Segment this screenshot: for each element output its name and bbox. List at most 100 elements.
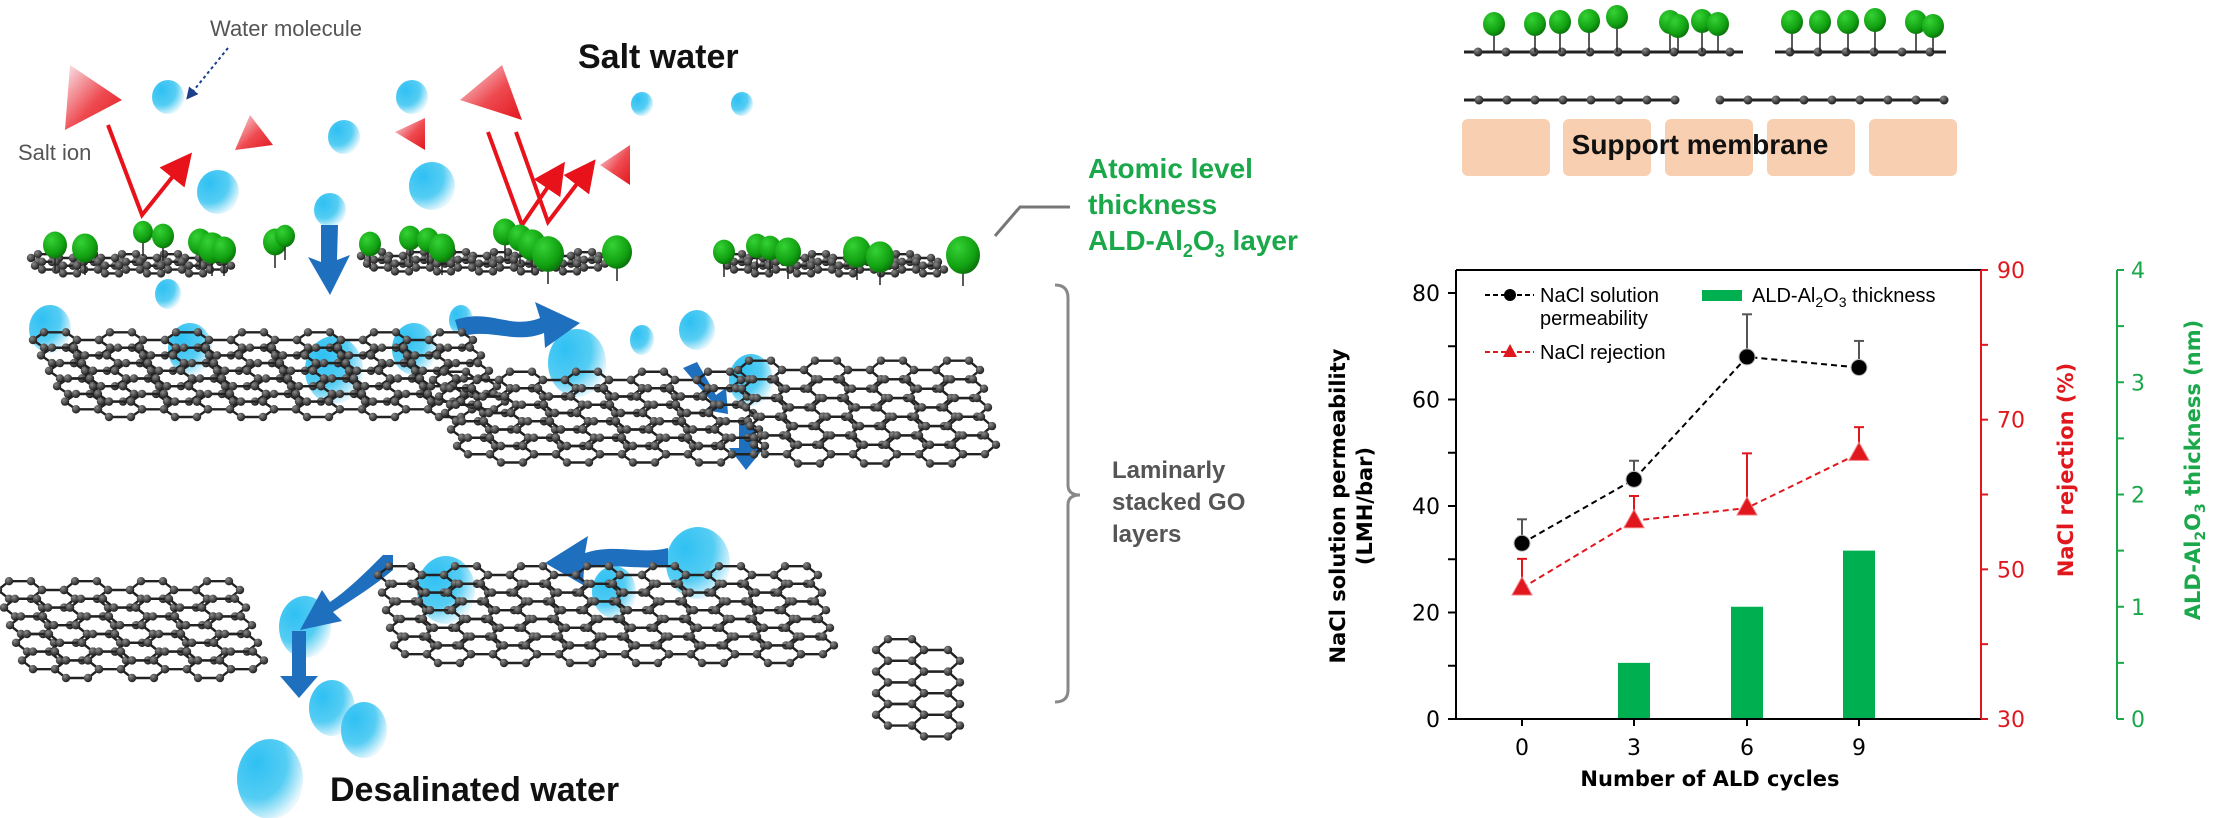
carbon-atom-icon [126, 412, 136, 422]
carbon-atom-icon [910, 412, 920, 421]
carbon-atom-icon [236, 397, 246, 406]
carbon-atom-icon [818, 393, 828, 403]
carbon-atom-icon [399, 343, 409, 352]
carbon-atom-icon [714, 562, 724, 571]
carbon-atom-icon [763, 641, 773, 650]
carbon-atom-icon [261, 374, 271, 383]
carbon-atom-icon [590, 597, 600, 606]
carbon-atom-icon [398, 251, 408, 261]
carbon-atom-icon [678, 597, 688, 606]
carbon-atom-icon [911, 257, 921, 267]
carbon-atom-icon [59, 585, 69, 595]
legend-item-permeability: NaCl solution permeability [1485, 285, 1659, 330]
carbon-atom-icon [154, 382, 164, 391]
carbon-atom-icon [349, 374, 359, 383]
carbon-atom-icon [681, 570, 691, 580]
legend-label: ALD-Al2O3 thickness [1752, 285, 1935, 310]
carbon-atom-icon [697, 658, 707, 668]
carbon-atom-icon [162, 397, 172, 406]
carbon-atom-icon [193, 673, 203, 683]
carbon-atom-icon [248, 647, 258, 656]
carbon-atom-icon [286, 366, 296, 375]
carbon-atom-icon [707, 588, 717, 597]
alumina-cluster-icon [713, 239, 735, 265]
carbon-atom-icon [529, 450, 539, 459]
carbon-atom-icon [47, 343, 57, 352]
alumina-cluster-icon [1864, 8, 1886, 32]
carbon-atom-icon [382, 382, 392, 391]
carbon-atom-icon [242, 629, 252, 639]
carbon-atom-icon [573, 247, 583, 257]
right2-axis-tick-label: 4 [2131, 259, 2145, 284]
carbon-atom-icon [612, 597, 622, 606]
carbon-atom-icon [942, 356, 952, 365]
carbon-atom-icon [793, 459, 803, 468]
thickness-bar [1843, 550, 1875, 719]
carbon-atom-icon [752, 632, 762, 641]
carbon-atom-icon [565, 658, 575, 668]
carbon-atom-icon [105, 328, 115, 337]
carbon-atom-icon [457, 328, 467, 337]
carbon-atom-icon [433, 658, 443, 668]
permeability-series [1513, 313, 1868, 552]
carbon-atom-icon [294, 397, 304, 406]
carbon-atom-icon [432, 267, 442, 276]
carbon-atom-icon [58, 261, 68, 270]
carbon-atom-icon [253, 374, 263, 383]
carbon-atom-icon [93, 389, 103, 399]
carbon-atom-icon [468, 335, 478, 345]
carbon-atom-icon [135, 265, 145, 274]
carbon-atom-icon [192, 397, 202, 406]
carbon-atom-icon [488, 650, 498, 659]
carbon-atom-icon [806, 269, 816, 278]
carbon-atom-icon [1725, 47, 1735, 57]
carbon-atom-icon [443, 358, 453, 368]
carbon-atom-icon [52, 382, 62, 391]
carbon-atom-icon [404, 259, 414, 268]
carbon-ring [910, 713, 962, 738]
carbon-atom-icon [710, 425, 720, 434]
data-point-triangle [1511, 576, 1533, 596]
carbon-atom-icon [228, 382, 238, 391]
carbon-atom-icon [890, 261, 900, 270]
carbon-atom-icon [70, 577, 80, 586]
carbon-atom-icon [406, 562, 416, 571]
carbon-atom-icon [459, 374, 469, 383]
alumina-cluster-icon [1905, 10, 1927, 34]
carbon-atom-icon [750, 269, 760, 278]
water-molecule-icon [396, 80, 428, 114]
carbon-atom-icon [55, 638, 65, 647]
carbon-atom-icon [65, 603, 75, 612]
water-molecule-icon [328, 120, 360, 154]
carbon-atom-icon [737, 249, 747, 259]
right1-axis-tick-label: 70 [1997, 409, 2025, 434]
alumina-cluster-icon [946, 235, 980, 275]
carbon-atom-icon [159, 249, 169, 259]
carbon-atom-icon [426, 397, 436, 406]
carbon-atom-icon [807, 249, 817, 259]
carbon-atom-icon [655, 417, 665, 426]
carbon-atom-icon [610, 392, 620, 401]
carbon-atom-icon [677, 417, 687, 426]
carbon-atom-icon [844, 412, 854, 421]
x-axis-title: Number of ALD cycles [1580, 767, 1839, 791]
thickness-bar [1731, 606, 1763, 719]
carbon-atom-icon [589, 417, 599, 426]
carbon-atom-icon [785, 641, 795, 650]
alumina-cluster-icon [1549, 10, 1571, 34]
carbon-atom-icon [715, 623, 725, 632]
carbon-atom-icon [670, 375, 680, 385]
carbon-atom-icon [513, 606, 523, 615]
carbon-atom-icon [237, 328, 247, 337]
carbon-atom-icon [521, 641, 531, 650]
carbon-atom-icon [476, 579, 486, 588]
carbon-atom-icon [777, 365, 787, 375]
carbon-atom-icon [947, 459, 957, 468]
carbon-atom-icon [914, 449, 924, 459]
carbon-atom-icon [37, 265, 47, 274]
support-membrane-label: Support membrane [1572, 129, 1829, 160]
carbon-atom-icon [192, 412, 202, 422]
x-axis-tick-label: 0 [1515, 736, 1529, 761]
carbon-atom-icon [373, 570, 383, 580]
